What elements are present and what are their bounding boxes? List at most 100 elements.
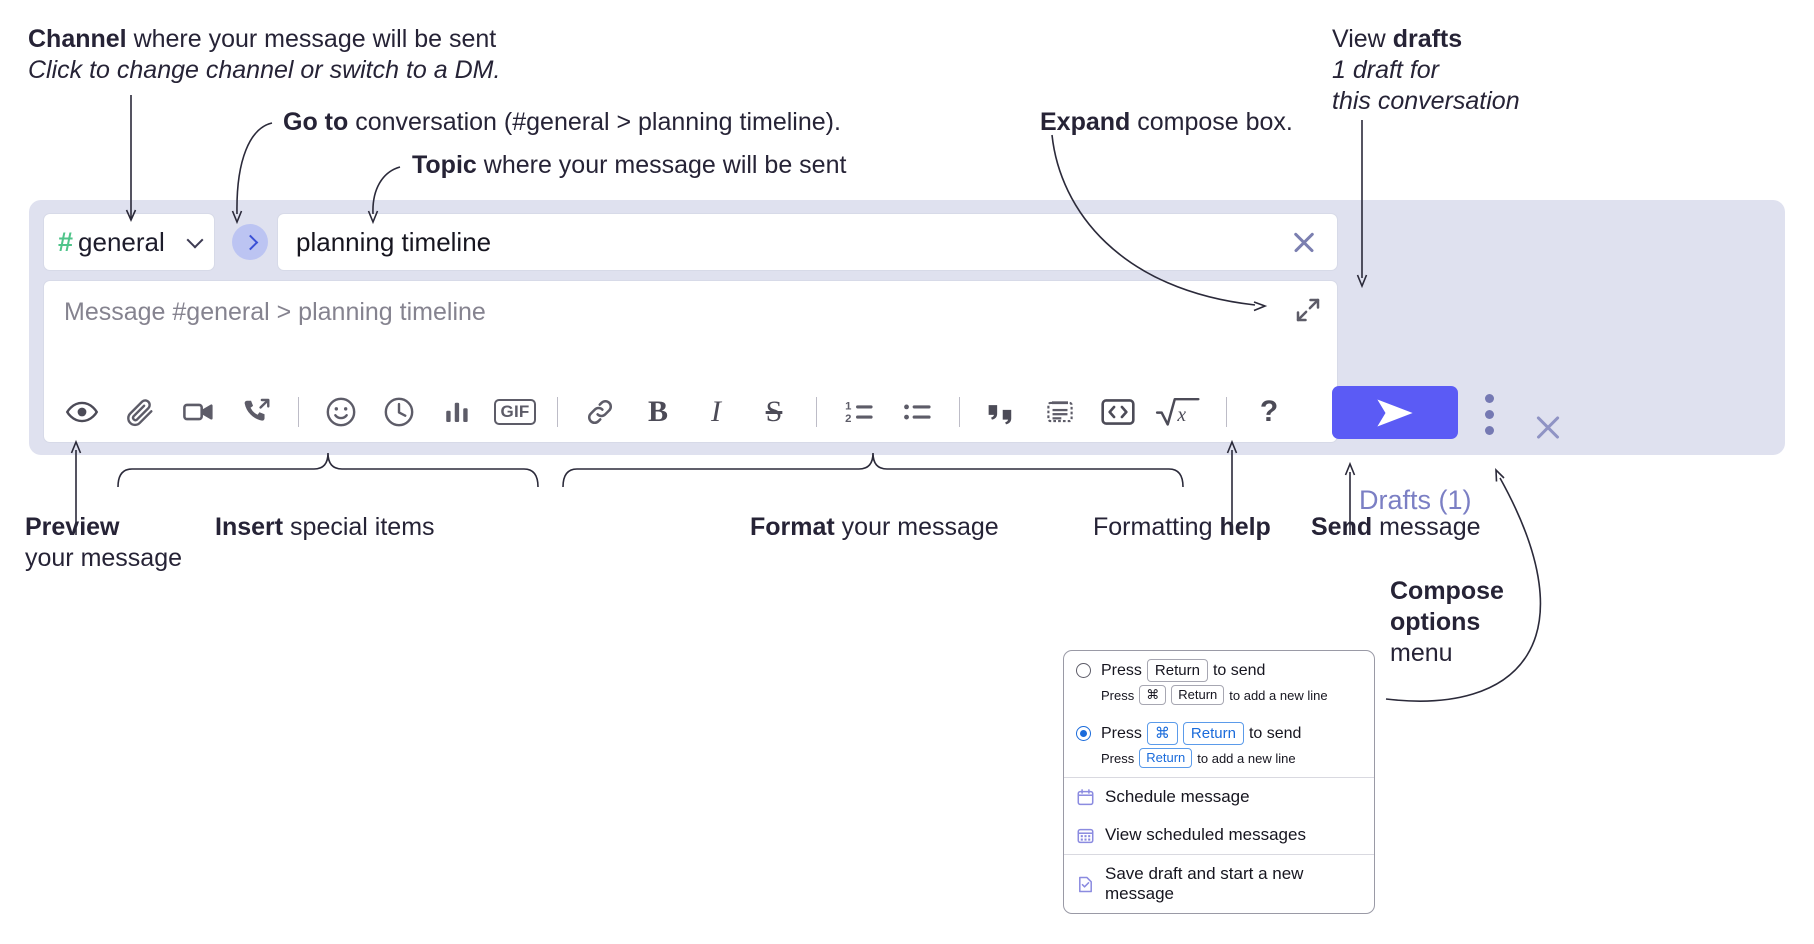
annotation-goto-rest: conversation (#general > planning timeli… [348, 108, 841, 136]
bold-label: B [647, 395, 668, 428]
annotation-channel-bold: Channel [28, 25, 127, 53]
send-arrow-icon [1377, 399, 1413, 426]
calendar-grid-icon [1077, 828, 1094, 843]
annotation-insert-bold: Insert [215, 513, 284, 541]
option1-sub-tail: to add a new line [1229, 687, 1328, 703]
annotation-format-bold: Format [750, 513, 835, 541]
toolbar-divider [816, 397, 817, 427]
expand-icon[interactable] [1293, 295, 1323, 325]
annotation-topic: Topic where your message will be sent [412, 150, 846, 181]
svg-text:1: 1 [845, 401, 851, 413]
preview-icon[interactable] [60, 390, 104, 434]
strikethrough-icon[interactable]: S [752, 390, 796, 434]
option2-sub-press: Press [1101, 750, 1135, 766]
formatting-toolbar: GIF B I S [44, 382, 1339, 442]
gif-label: GIF [493, 399, 537, 425]
toolbar-divider [1226, 397, 1227, 427]
link-icon[interactable] [578, 390, 622, 434]
annotation-send-rest: message [1372, 513, 1481, 541]
svg-text:2: 2 [845, 413, 851, 425]
annotation-preview-line2: your message [25, 544, 183, 572]
compose-options-button[interactable] [1477, 390, 1501, 438]
option2-press: Press [1101, 724, 1142, 742]
menu-item-label: Schedule message [1105, 787, 1250, 806]
annotation-channel-rest: where your message will be sent [126, 25, 497, 53]
audio-call-icon[interactable] [234, 390, 278, 434]
key-command: ⌘ [1139, 685, 1167, 705]
close-icon[interactable] [1532, 411, 1564, 443]
svg-text:x: x [1176, 405, 1186, 426]
send-button[interactable] [1332, 386, 1458, 439]
message-input[interactable]: Message #general > planning timeline [43, 280, 1338, 443]
italic-icon[interactable]: I [694, 390, 738, 434]
channel-selector[interactable]: # general [43, 213, 215, 271]
radio-unselected-icon[interactable] [1076, 663, 1091, 678]
channel-name: general [78, 226, 165, 257]
close-icon[interactable] [1289, 227, 1319, 257]
message-placeholder: Message #general > planning timeline [64, 298, 486, 326]
menu-item-label: View scheduled messages [1105, 825, 1306, 844]
annotation-send-bold: Send [1311, 513, 1373, 541]
option-press-return-to-send[interactable]: Press Return to send [1064, 651, 1374, 683]
annotation-expand: Expand compose box. [1040, 107, 1293, 138]
chevron-down-icon [188, 234, 204, 250]
annotation-expand-bold: Expand [1040, 108, 1131, 136]
go-to-conversation-button[interactable] [232, 224, 268, 260]
menu-item-schedule-message[interactable]: Schedule message [1064, 778, 1374, 816]
gif-icon[interactable]: GIF [493, 390, 537, 434]
kebab-dot [1484, 425, 1494, 435]
poll-icon[interactable] [435, 390, 479, 434]
blockquote-icon[interactable] [980, 390, 1024, 434]
help-glyph: ? [1259, 395, 1279, 428]
bulleted-list-icon[interactable] [895, 390, 939, 434]
attachment-icon[interactable] [118, 390, 162, 434]
ordered-list-icon[interactable]: 1 2 [837, 390, 881, 434]
annotation-goto-bold: Go to [283, 108, 349, 136]
formatting-help-icon[interactable]: ? [1247, 390, 1291, 434]
key-return: Return [1182, 722, 1244, 745]
video-icon[interactable] [176, 390, 220, 434]
topic-input[interactable]: planning timeline [277, 213, 1338, 271]
italic-label: I [711, 395, 721, 428]
annotation-help-lead: Formatting [1093, 513, 1220, 541]
toolbar-divider [959, 397, 960, 427]
clock-icon[interactable] [377, 390, 421, 434]
compose-panel: # general planning timeline Message #gen… [29, 200, 1785, 515]
annotation-goto: Go to conversation (#general > planning … [283, 107, 841, 138]
annotation-drafts-lead: View [1332, 25, 1393, 53]
option-press-cmd-return-to-send[interactable]: Press ⌘ Return to send [1064, 714, 1374, 746]
annotation-insert-rest: special items [283, 513, 435, 541]
drafts-link[interactable]: Drafts (1) [1359, 485, 1472, 515]
menu-item-view-scheduled-messages[interactable]: View scheduled messages [1064, 816, 1374, 854]
menu-divider [1064, 777, 1374, 778]
annotation-compose-options-line2: options [1390, 608, 1481, 636]
inline-code-icon[interactable] [1096, 390, 1140, 434]
menu-item-save-draft[interactable]: Save draft and start a new message [1064, 855, 1374, 913]
math-icon[interactable]: x [1154, 390, 1206, 434]
strike-label: S [765, 395, 783, 428]
bold-icon[interactable]: B [636, 390, 680, 434]
compose-header-row: # general planning timeline [43, 213, 1338, 271]
emoji-icon[interactable] [319, 390, 363, 434]
code-block-icon[interactable] [1038, 390, 1082, 434]
annotation-send: Send message [1311, 512, 1481, 543]
calendar-icon [1077, 788, 1094, 805]
annotation-channel-italic: Click to change channel or switch to a D… [28, 56, 501, 84]
annotation-preview: Preview your message [25, 512, 182, 574]
annotation-channel: Channel where your message will be sent … [28, 24, 500, 86]
brace-format [562, 452, 1184, 488]
toolbar-divider [557, 397, 558, 427]
brace-insert [117, 452, 539, 488]
key-command: ⌘ [1146, 722, 1178, 745]
radio-selected-icon[interactable] [1076, 726, 1091, 741]
topic-value: planning timeline [296, 226, 492, 257]
annotation-insert: Insert special items [215, 512, 435, 543]
hash-icon: # [58, 226, 74, 257]
kebab-dot [1484, 393, 1494, 403]
compose-inner: # general planning timeline Message #gen… [43, 213, 1338, 443]
annotation-format: Format your message [750, 512, 999, 543]
compose-options-menu[interactable]: Press Return to send Press ⌘ Return to a… [1063, 650, 1375, 914]
annotation-compose-options: Compose options menu [1390, 576, 1504, 669]
annotation-topic-bold: Topic [412, 151, 477, 179]
